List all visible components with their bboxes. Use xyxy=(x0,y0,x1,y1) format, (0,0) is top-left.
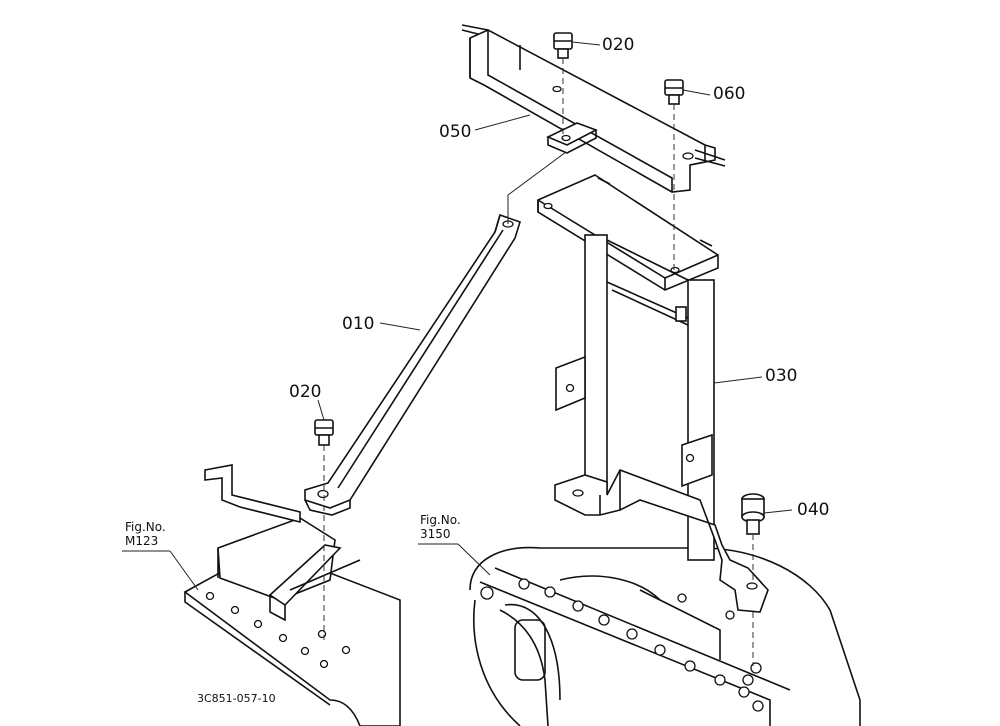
bolt-060-icon xyxy=(664,79,684,105)
bracket-050 xyxy=(461,24,726,193)
drawing-code: 3C851-057-10 xyxy=(197,692,276,705)
bolt-020-top-icon xyxy=(553,32,573,59)
fig-ref-right-line1: Fig.No. xyxy=(420,513,461,527)
bolt-040-icon xyxy=(741,493,765,535)
fig-ref-left: Fig.No. M123 xyxy=(125,520,166,548)
callout-050: 050 xyxy=(439,122,472,142)
assembly-lines xyxy=(323,58,754,666)
callout-060: 060 xyxy=(713,84,746,104)
leader-lines xyxy=(122,41,793,591)
callout-020-left: 020 xyxy=(289,382,322,402)
callout-040: 040 xyxy=(797,500,830,520)
fig-ref-left-line2: M123 xyxy=(125,534,159,548)
transmission-housing xyxy=(469,546,861,726)
callout-030: 030 xyxy=(765,366,798,386)
bolt-020-left-icon xyxy=(314,419,334,446)
fig-ref-right: Fig.No. 3150 xyxy=(420,513,461,541)
callout-010: 010 xyxy=(342,314,375,334)
frame-030 xyxy=(537,174,769,613)
brace-010 xyxy=(304,213,521,516)
callout-020-top: 020 xyxy=(602,35,635,55)
fig-ref-left-line1: Fig.No. xyxy=(125,520,166,534)
fig-ref-right-line2: 3150 xyxy=(420,527,451,541)
fender-bracket xyxy=(183,464,401,726)
